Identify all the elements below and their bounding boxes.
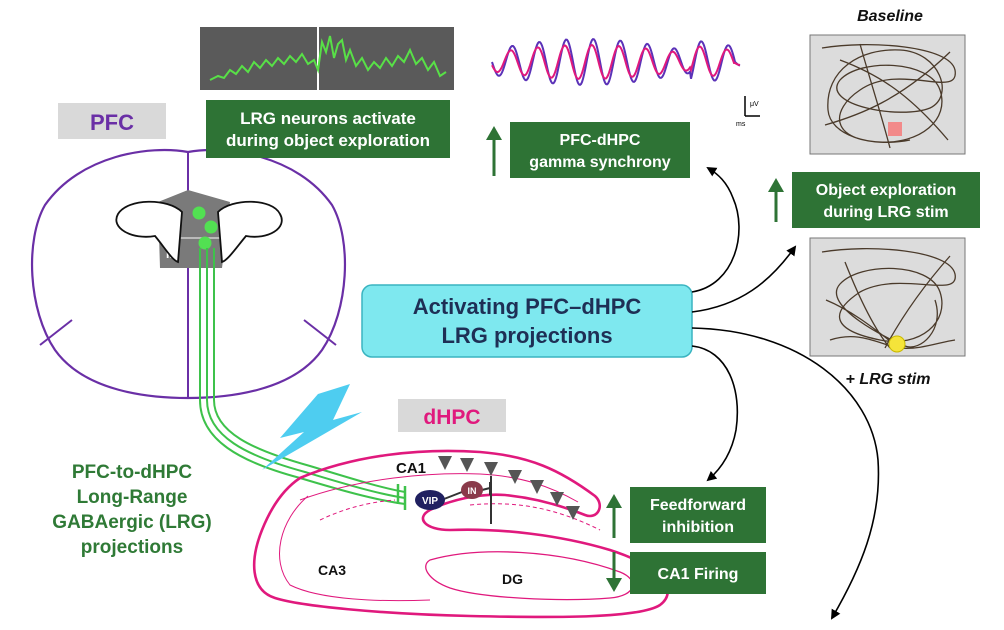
stratum-dashed-left — [319, 499, 396, 521]
lrg-neuron — [192, 206, 206, 220]
pyramidal-cells — [438, 456, 580, 520]
scale-unit-ms: ms — [736, 121, 746, 128]
baseline-track — [821, 43, 956, 149]
pfc-gamma-trace — [491, 37, 741, 87]
arrow-to-exploration — [691, 245, 797, 313]
feedforward-line2: inhibition — [662, 519, 734, 536]
vip-interneuron — [415, 490, 445, 510]
arrow-to-ca1-firing — [691, 327, 880, 620]
right-hemisphere-notch — [303, 319, 337, 346]
feedforward-line1: Feedforward — [650, 497, 746, 514]
ca1-firing-box — [630, 552, 766, 594]
central-box — [361, 284, 693, 358]
baseline-object — [888, 122, 902, 136]
central-line2: LRG projections — [441, 323, 612, 348]
baseline-label: Baseline — [857, 8, 923, 25]
projections-line3: GABAergic (LRG) — [52, 512, 211, 533]
dg-layer — [425, 551, 634, 601]
increase-arrow-exploration-head — [768, 178, 784, 192]
left-ventricle — [115, 200, 183, 264]
projections-line2: Long-Range — [77, 487, 188, 508]
ca3-layer — [279, 495, 431, 602]
in-to-pyramidal — [481, 487, 491, 491]
dg-label: DG — [502, 571, 523, 587]
arrow-to-feedforward — [691, 345, 739, 482]
stratum-dashed — [469, 503, 601, 531]
increase-arrow-gamma-head — [486, 126, 502, 140]
exploration-line1: Object exploration — [816, 182, 956, 199]
lrg-activate-line2: during object exploration — [226, 131, 430, 150]
pfc-label: PFC — [90, 110, 134, 135]
exploration-line2: during LRG stim — [823, 204, 948, 221]
arrow-to-gamma — [691, 166, 740, 293]
gamma-line1: PFC-dHPC — [560, 132, 641, 149]
exploration-box — [792, 172, 980, 228]
stimulation-bolt-icon — [262, 384, 362, 470]
gamma-box — [510, 122, 690, 178]
in-interneuron — [461, 481, 483, 499]
hippocampus-outline — [252, 449, 669, 619]
ca3-label: CA3 — [318, 562, 346, 578]
increase-arrow-feedforward-head — [606, 494, 622, 508]
decrease-arrow-ca1-head — [606, 578, 622, 592]
scale-unit-uv: μV — [750, 101, 759, 108]
lrg-projection-fiber — [199, 248, 406, 505]
lrg-stim-object — [888, 335, 906, 353]
vip-label: VIP — [422, 496, 438, 507]
lrg-stim-arena — [809, 237, 966, 357]
central-line1: Activating PFC–dHPC — [413, 294, 642, 319]
gamma-line2: gamma synchrony — [529, 154, 670, 171]
left-hemisphere-notch — [39, 319, 73, 346]
projections-line4: projections — [81, 537, 183, 558]
lrg-projection-fiber — [206, 248, 406, 499]
lrg-stim-label: + LRG stim — [846, 371, 931, 388]
dhpc-label-box — [398, 399, 506, 432]
calcium-trace — [209, 35, 447, 81]
right-ventricle — [217, 200, 283, 264]
activity-trace-panel — [200, 27, 454, 90]
lrg-projection-fiber — [213, 248, 406, 493]
pfc-label-box — [58, 103, 166, 139]
feedforward-box — [630, 487, 766, 543]
dhpc-gamma-trace — [491, 44, 740, 80]
ca-inner-layer — [299, 473, 579, 503]
ca1-firing-label: CA1 Firing — [658, 566, 739, 583]
dhpc-label: dHPC — [423, 406, 480, 429]
ca1-label: CA1 — [396, 460, 426, 477]
projections-line1: PFC-to-dHPC — [72, 462, 193, 483]
lrg-activate-box — [206, 100, 450, 158]
lrg-activate-line1: LRG neurons activate — [240, 109, 416, 128]
in-label: IN — [468, 486, 477, 496]
vip-to-in — [443, 491, 463, 500]
lrg-neuron — [204, 220, 218, 234]
lrg-neuron — [198, 236, 212, 250]
